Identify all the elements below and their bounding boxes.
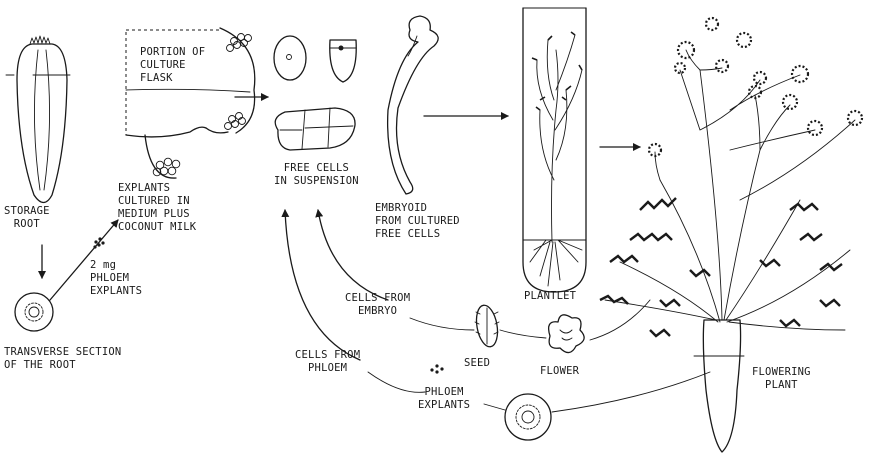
storage-root-drawing — [6, 36, 70, 203]
line-seed-to-flower — [500, 330, 546, 338]
flower-drawing — [549, 315, 585, 353]
free-cells-drawing — [274, 36, 356, 150]
label-phloem-explants: PHLOEM EXPLANTS — [418, 386, 470, 412]
line-embryo-to-seed — [410, 318, 474, 330]
label-cells-from-embryo: CELLS FROM EMBRYO — [345, 292, 410, 318]
line-section-to-explants — [484, 404, 505, 410]
phloem-explants-dots — [430, 364, 443, 373]
label-flowering-plant: FLOWERING PLANT — [752, 366, 811, 392]
label-flower: FLOWER — [540, 365, 579, 378]
label-explants-cultured: EXPLANTS CULTURED IN MEDIUM PLUS COCONUT… — [118, 182, 196, 234]
root-section-drawing — [505, 394, 551, 440]
transverse-section-drawing — [15, 293, 53, 331]
label-free-cells: FREE CELLS IN SUSPENSION — [274, 162, 359, 188]
line-plant-to-section — [552, 372, 710, 412]
label-embryoid: EMBRYOID FROM CULTURED FREE CELLS — [375, 202, 460, 241]
arrow-cells-from-phloem — [285, 210, 360, 360]
plantlet-tube-drawing — [523, 8, 586, 292]
label-seed: SEED — [464, 357, 490, 370]
seed-drawing — [474, 304, 501, 349]
label-phloem-explants-2mg: 2 mg PHLOEM EXPLANTS — [90, 259, 142, 298]
embryoid-drawing — [388, 16, 439, 194]
label-transverse-section: TRANSVERSE SECTION OF THE ROOT — [4, 346, 121, 372]
flowering-plant-drawing — [600, 18, 862, 452]
label-portion-of-flask: PORTION OF CULTURE FLASK — [140, 46, 205, 85]
label-plantlet: PLANTLET — [524, 290, 576, 303]
line-phloem-to-explants — [368, 372, 425, 392]
label-storage-root: STORAGE ROOT — [4, 205, 50, 231]
label-cells-from-phloem: CELLS FROM PHLOEM — [295, 349, 360, 375]
